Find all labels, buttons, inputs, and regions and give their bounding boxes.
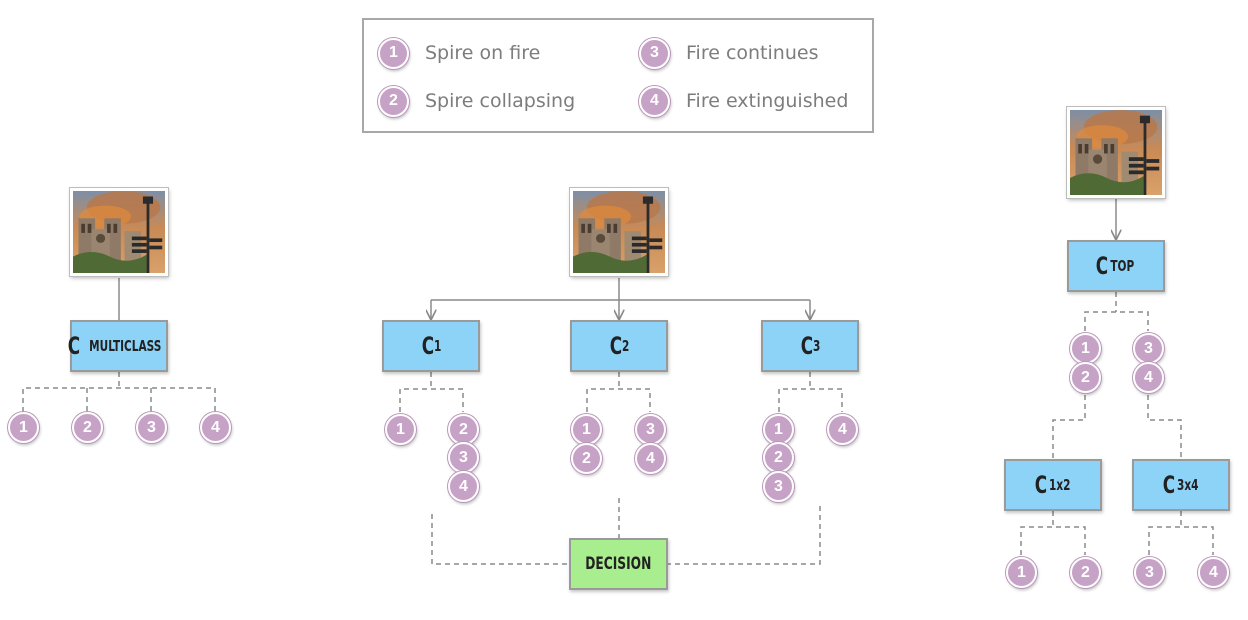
class-badge: 3 — [763, 471, 794, 502]
class-badge: 2 — [378, 85, 409, 117]
legend-label: Fire extinguished — [686, 90, 849, 112]
class-badge: 4 — [635, 443, 666, 474]
legend-label: Spire collapsing — [425, 90, 576, 112]
classifier-letter: C — [1034, 471, 1047, 499]
class-badge: 3 — [635, 414, 666, 445]
class-badge: 1 — [763, 414, 794, 445]
classifier-letter: C — [1096, 252, 1109, 280]
class-badge: 4 — [200, 412, 231, 443]
dashed-multiclass-outputs — [22, 372, 216, 412]
legend-item-3: 3 Fire continues — [639, 36, 818, 70]
classifier-subscript: 1 — [433, 337, 442, 355]
class-badge: 1 — [378, 37, 409, 69]
decision-label: DECISION — [585, 554, 652, 574]
classifier-letter: C — [609, 332, 622, 360]
cathedral-fire-photo-icon — [570, 188, 668, 276]
classifier-subscript: 3 — [812, 337, 821, 355]
dashed-34-to-c3x4 — [1147, 395, 1182, 458]
legend-item-1: 1 Spire on fire — [378, 36, 540, 70]
cathedral-fire-photo-icon — [1067, 107, 1165, 198]
legend-item-4: 4 Fire extinguished — [639, 84, 848, 118]
class-badge: 4 — [639, 85, 670, 117]
dashed-c1-outputs — [399, 372, 464, 412]
class-badge: 3 — [1133, 333, 1164, 364]
legend-label: Fire continues — [686, 42, 819, 64]
class-badge: 2 — [72, 412, 103, 443]
classifier-subscript: TOP — [1110, 257, 1135, 275]
classifier-letter: C — [421, 332, 434, 360]
class-badge: 1 — [1070, 333, 1101, 364]
dashed-c1-to-decision — [431, 514, 569, 565]
class-badge: 3 — [639, 37, 670, 69]
class-badge: 4 — [1133, 362, 1164, 393]
cathedral-fire-photo-icon — [70, 188, 168, 276]
class-badge: 3 — [136, 412, 167, 443]
dashed-c2-outputs — [586, 372, 651, 412]
class-badge: 1 — [571, 414, 602, 445]
dashed-12-to-c1x2 — [1052, 395, 1086, 458]
class-badge: 4 — [1198, 557, 1229, 588]
class-badge: 1 — [1006, 557, 1037, 588]
classifier-subscript: 1x2 — [1048, 476, 1071, 494]
class-badge: 3 — [448, 442, 479, 473]
class-badge: 4 — [827, 414, 858, 445]
classifier-letter: C — [1162, 471, 1175, 499]
classifier-subscript: 3x4 — [1176, 476, 1199, 494]
classifier-subscript: MULTICLASS — [89, 337, 162, 355]
dashed-c3x4-outputs — [1148, 511, 1214, 555]
dashed-c3-to-decision — [668, 506, 821, 565]
classifier-letter: C — [800, 332, 813, 360]
classifier-subscript: 2 — [621, 337, 630, 355]
dashed-ctop-outputs — [1084, 292, 1149, 331]
legend: 1 Spire on fire 2 Spire collapsing 3 Fir… — [362, 18, 874, 133]
legend-item-2: 2 Spire collapsing — [378, 84, 575, 118]
classifier-letter: C — [68, 332, 81, 360]
class-badge: 1 — [8, 412, 39, 443]
class-badge: 2 — [763, 442, 794, 473]
class-badge: 1 — [385, 414, 416, 445]
class-badge: 4 — [448, 471, 479, 502]
class-badge: 2 — [571, 443, 602, 474]
dashed-c3-outputs — [778, 372, 843, 412]
class-badge: 2 — [448, 414, 479, 445]
classifier-multiclass: C MULTICLASS — [68, 320, 168, 372]
dashed-c1x2-outputs — [1020, 511, 1086, 555]
legend-label: Spire on fire — [425, 42, 541, 64]
class-badge: 2 — [1070, 557, 1101, 588]
class-badge: 3 — [1134, 557, 1165, 588]
decision-node: DECISION — [569, 538, 668, 590]
class-badge: 2 — [1070, 362, 1101, 393]
